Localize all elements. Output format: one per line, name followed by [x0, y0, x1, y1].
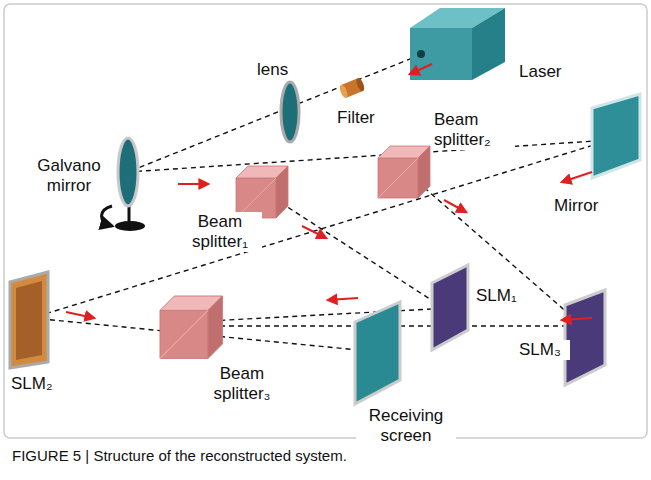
- figure-caption: FIGURE 5 | Structure of the reconstructe…: [12, 447, 632, 465]
- beam-paths: [32, 55, 610, 352]
- part-label: SLM₂: [10, 374, 72, 394]
- slm-panel: [565, 290, 605, 385]
- figure-frame: [4, 4, 647, 438]
- mirror-panel: [592, 94, 640, 178]
- part-label: Laser: [518, 62, 590, 82]
- laser-source: [410, 8, 505, 80]
- part-label: Receiving screen: [356, 406, 456, 446]
- part-label: Beam splitter₂: [433, 110, 515, 150]
- receiving-screen-panel: [355, 302, 400, 404]
- part-label: SLM₃: [518, 340, 570, 360]
- slm-panel: [432, 265, 468, 350]
- direction-arrows: [66, 64, 592, 320]
- part-label: Beam splitter₃: [196, 364, 288, 404]
- beam-splitter-cube: [160, 296, 222, 358]
- lens-element: [281, 82, 299, 142]
- beam-splitter-cube: [378, 146, 430, 198]
- filter-element: [338, 77, 365, 99]
- part-label: Mirror: [553, 196, 625, 216]
- part-label: Filter: [336, 108, 398, 128]
- part-label: Galvano mirror: [26, 156, 112, 196]
- part-label: SLM₁: [475, 286, 537, 306]
- part-label: Beam splitter₁: [178, 212, 262, 252]
- part-label: lens: [256, 60, 308, 80]
- slm-panel: [10, 272, 48, 368]
- beam-splitter-cube: [236, 166, 288, 218]
